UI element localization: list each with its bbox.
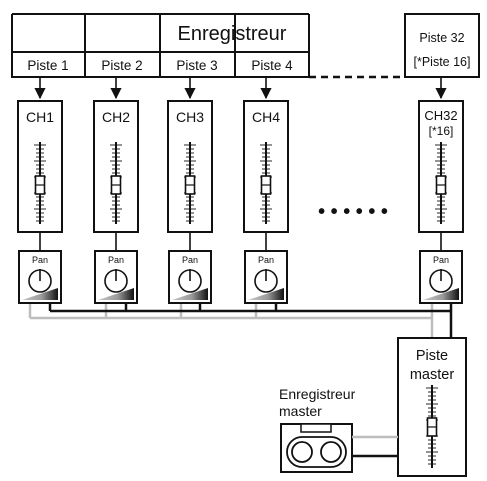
pan-module-5 [419, 250, 463, 304]
channel-strip-1 [17, 100, 63, 304]
left-reel-icon [291, 441, 313, 463]
track-label-32-line2: [*Piste 16] [414, 55, 471, 69]
channel-label-3: CH3 [176, 109, 204, 125]
channel-strips [17, 100, 464, 304]
recorder-block: Enregistreur Piste 1 Piste 2 Piste 3 Pis… [11, 13, 480, 79]
master-track-label-line1: Piste [416, 348, 448, 364]
track-label-1: Piste 1 [27, 58, 68, 73]
bus-wiring [28, 304, 453, 338]
pan-module-4 [244, 250, 288, 304]
master-track-label-line2: master [410, 367, 454, 383]
track-label-2: Piste 2 [101, 58, 142, 73]
pan-label-4: Pan [258, 255, 274, 265]
channel-strip-5 [418, 100, 464, 304]
pan-module-3 [168, 250, 212, 304]
channel-ellipsis: • • • • • • [318, 201, 388, 223]
pan-label-3: Pan [182, 255, 198, 265]
recorder-to-channel-arrows [34, 78, 447, 100]
pan-wedge-icon-1 [22, 288, 58, 300]
channel-strip-3 [167, 100, 213, 304]
pan-label-2: Pan [108, 255, 124, 265]
master-recorder-label-line2: master [279, 403, 322, 419]
master-fader [426, 385, 438, 468]
channel-strip-2 [93, 100, 139, 304]
pan-wedge-icon-3 [172, 288, 208, 300]
channel-label-2: CH2 [102, 109, 130, 125]
track-label-3: Piste 3 [176, 58, 217, 73]
channel-label-4: CH4 [252, 109, 280, 125]
pan-label-32: Pan [433, 255, 449, 265]
pan-module-1 [18, 250, 62, 304]
right-reel-icon [320, 441, 342, 463]
pan-wedge-icon-2 [98, 288, 134, 300]
recorder-title: Enregistreur [178, 23, 287, 45]
master-recorder-label-line1: Enregistreur [279, 386, 356, 402]
pan-label-1: Pan [32, 255, 48, 265]
channel-strip-4 [243, 100, 289, 304]
master-recorder-deck [280, 423, 398, 473]
channel-label-32-line2: [*16] [429, 124, 454, 138]
track-label-32-line1: Piste 32 [419, 31, 464, 45]
track-label-4: Piste 4 [251, 58, 293, 73]
channel-label-1: CH1 [26, 109, 54, 125]
pan-module-2 [94, 250, 138, 304]
pan-wedge-icon-5 [423, 288, 459, 300]
channel-label-32-line1: CH32 [424, 108, 457, 123]
pan-wedge-icon-4 [248, 288, 284, 300]
